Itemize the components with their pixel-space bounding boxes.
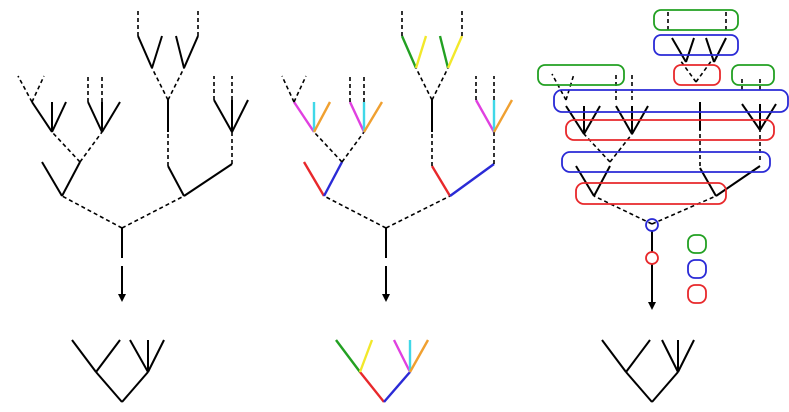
tree-boxed-top (551, 12, 777, 310)
group-box-red (575, 182, 727, 205)
legend-swatch-red (687, 284, 707, 304)
grouping-boxes (537, 9, 789, 265)
group-box-blue (561, 151, 771, 173)
legend-swatch-green (687, 234, 707, 254)
tree-plain-top (17, 10, 249, 302)
group-box-blue (553, 89, 789, 113)
panel-colored (281, 10, 514, 403)
group-box-red (565, 119, 775, 141)
group-box-green (653, 9, 739, 31)
node-circle-blue (645, 218, 659, 232)
panel-plain (17, 10, 249, 403)
color-legend (687, 234, 707, 304)
node-circle-red (645, 251, 659, 265)
tree-colored-result (335, 339, 430, 403)
group-box-red (673, 64, 721, 86)
tree-colored-top (281, 10, 514, 302)
tree-boxed-result (601, 339, 695, 403)
legend-swatch-blue (687, 259, 707, 279)
group-box-blue (653, 34, 739, 56)
group-box-green (537, 64, 625, 86)
panel-boxed (537, 9, 789, 403)
group-box-green (731, 64, 775, 86)
tree-plain-result (71, 339, 165, 403)
